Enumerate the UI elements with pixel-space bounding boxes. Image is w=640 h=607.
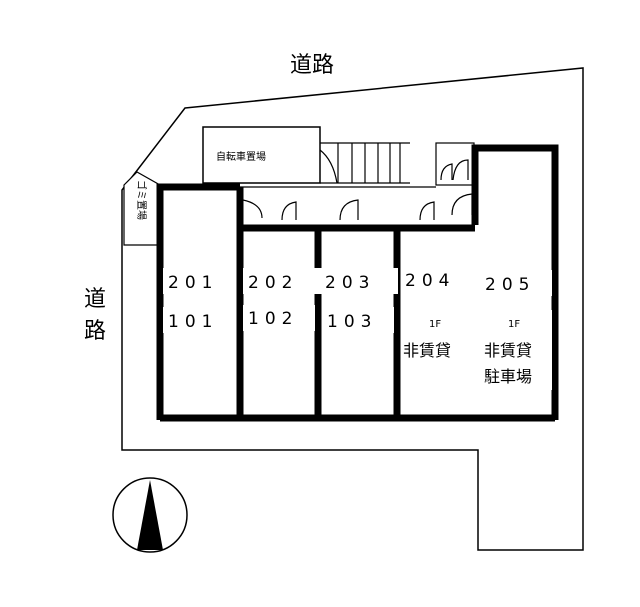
lot-boundary bbox=[121, 67, 584, 551]
unit-202: 202 bbox=[248, 273, 298, 293]
unit-204: 204 1F 非賃貸 bbox=[403, 271, 455, 360]
unit-204-floor: 1F bbox=[429, 319, 441, 330]
north-arrow-icon bbox=[112, 477, 188, 553]
stairs bbox=[319, 142, 410, 184]
unit-103: 103 bbox=[327, 312, 377, 332]
unit-204-number: 204 bbox=[405, 271, 455, 291]
doors bbox=[242, 159, 473, 221]
unit-205: 205 1F 非賃貸 駐車場 bbox=[484, 275, 535, 386]
unit-205-number: 205 bbox=[485, 275, 535, 295]
bicycle-parking bbox=[202, 126, 321, 184]
unit-202-102: 202 102 bbox=[248, 273, 298, 329]
unit-201-101: 201 101 bbox=[168, 273, 218, 332]
garbage-label: ゴミ置場 bbox=[135, 180, 148, 220]
road-label-left-1: 道 bbox=[84, 287, 106, 312]
unit-204-note: 非賃貸 bbox=[403, 341, 451, 360]
unit-101: 101 bbox=[168, 312, 218, 332]
unit-205-floor: 1F bbox=[508, 319, 520, 330]
road-label-left-2: 路 bbox=[84, 319, 106, 344]
unit-203-103: 203 103 bbox=[325, 273, 377, 332]
unit-203: 203 bbox=[325, 273, 375, 293]
unit-102: 102 bbox=[248, 309, 298, 329]
unit-205-parking: 駐車場 bbox=[484, 367, 532, 386]
unit-201: 201 bbox=[168, 273, 218, 293]
building bbox=[156, 144, 559, 422]
unit-205-note: 非賃貸 bbox=[484, 341, 532, 360]
bicycle-parking-label: 自転車置場 bbox=[216, 150, 266, 163]
road-label-top: 道路 bbox=[290, 53, 334, 78]
